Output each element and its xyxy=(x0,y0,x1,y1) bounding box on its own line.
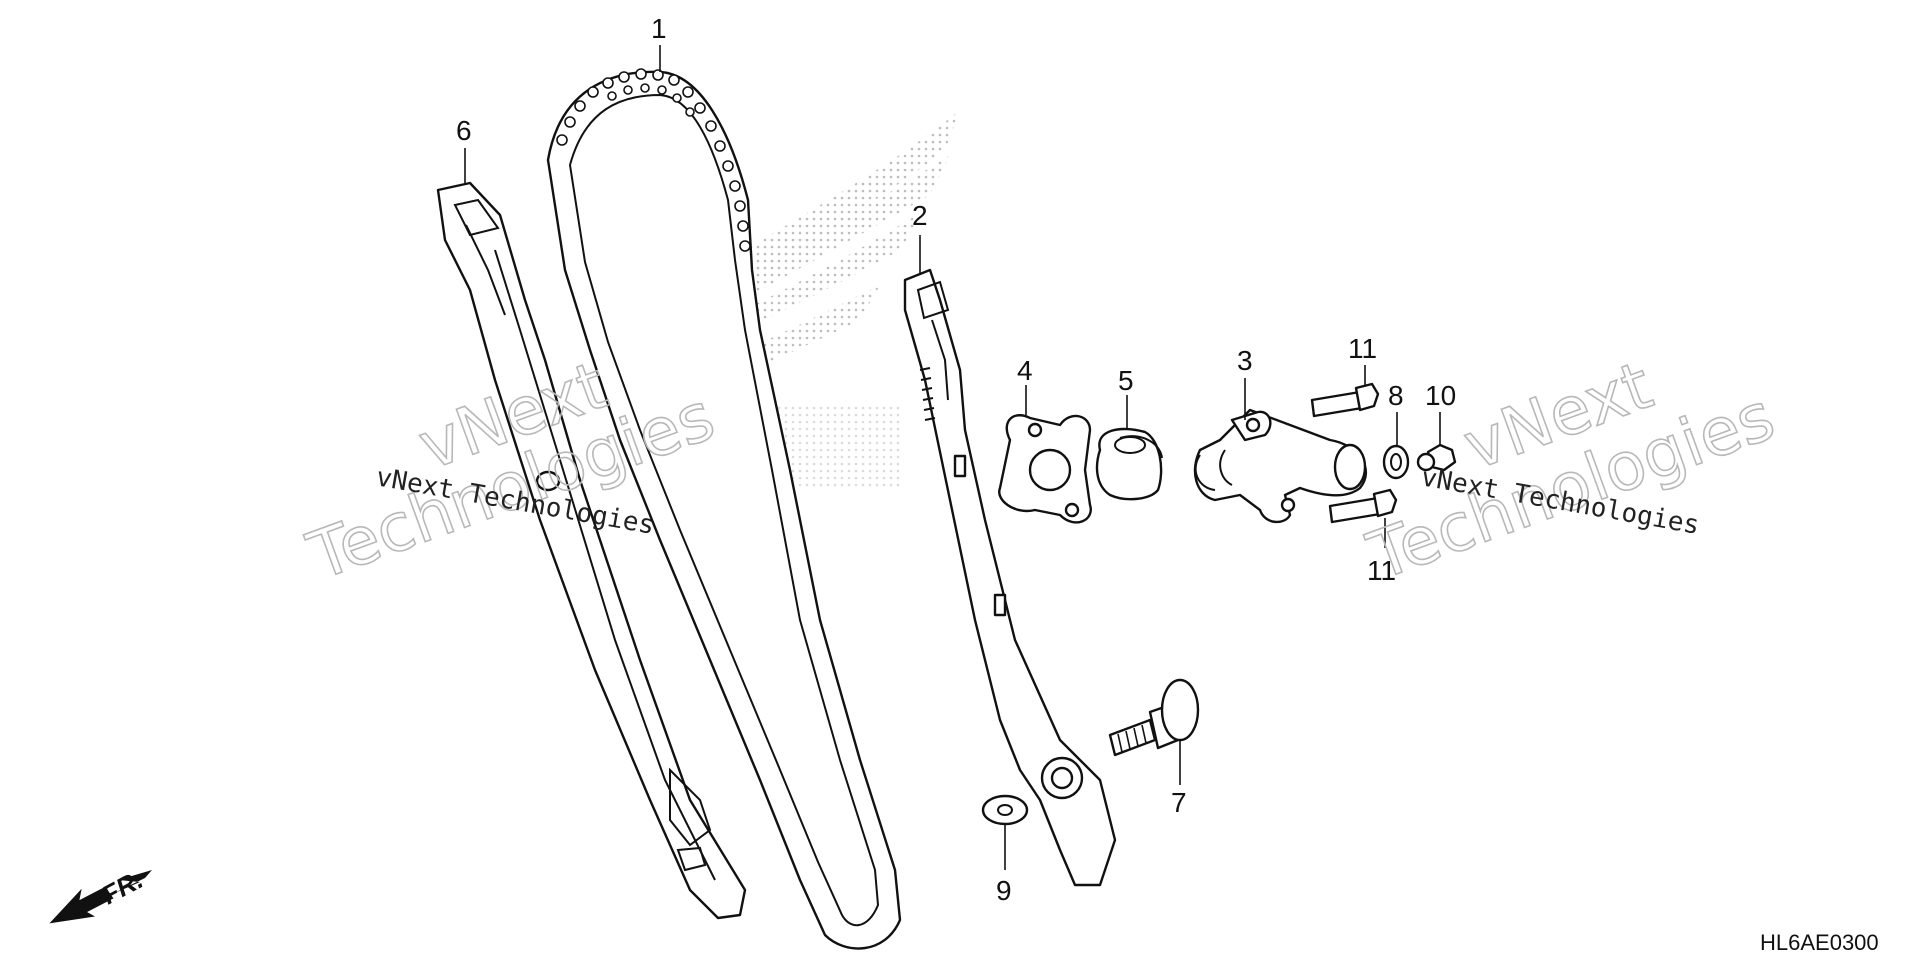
tensioner-collar xyxy=(1095,427,1163,501)
callout-1: 1 xyxy=(651,13,667,44)
arrow-left-down-icon xyxy=(49,886,114,924)
callout-10: 10 xyxy=(1425,380,1456,411)
leader-lines xyxy=(464,45,1441,870)
tensioner-lifter xyxy=(1193,408,1368,524)
chain-links xyxy=(556,68,751,252)
sealing-washer xyxy=(1382,444,1410,480)
tensioner-slipper xyxy=(903,268,1117,887)
front-label: FR. xyxy=(97,864,148,910)
slipper-ribs xyxy=(919,367,936,421)
callout-9: 9 xyxy=(996,875,1012,906)
bolt-lower xyxy=(1328,488,1398,524)
callout-8: 8 xyxy=(1388,380,1404,411)
pivot-bolt xyxy=(1108,678,1200,757)
callout-2: 2 xyxy=(912,200,928,231)
front-direction-indicator: FR. xyxy=(49,864,152,924)
callout-4: 4 xyxy=(1017,355,1033,386)
callout-11-lower: 11 xyxy=(1367,555,1396,586)
callout-3: 3 xyxy=(1237,345,1253,376)
bolt-upper xyxy=(1310,382,1380,418)
pivot-washer xyxy=(981,794,1029,826)
arrow-left-down-icon xyxy=(110,870,152,895)
callout-5: 5 xyxy=(1118,365,1134,396)
callout-6: 6 xyxy=(456,115,472,146)
callout-11-upper: 11 xyxy=(1348,333,1377,364)
watermark-right: vNext Technologies vNext Technologies xyxy=(1357,346,1784,596)
callout-labels: 1 2 3 4 5 6 7 8 9 10 11 11 xyxy=(456,13,1456,906)
drawing-code: HL6AE0300 xyxy=(1760,930,1879,955)
cam-chain xyxy=(546,68,902,950)
tensioner-gasket xyxy=(998,414,1092,524)
chain-guide xyxy=(436,181,747,920)
callout-7: 7 xyxy=(1171,787,1187,818)
sealing-bolt xyxy=(1416,443,1457,472)
